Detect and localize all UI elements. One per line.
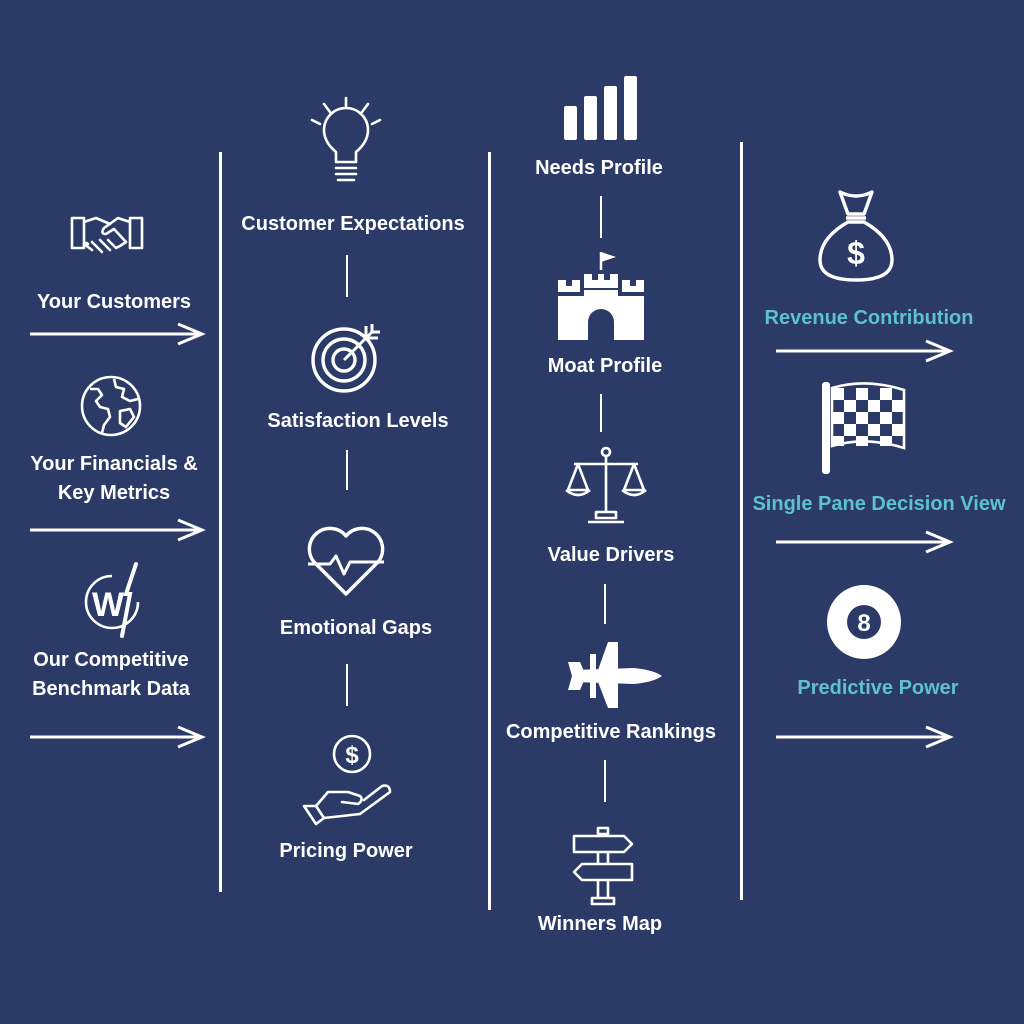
connector-line bbox=[600, 394, 602, 432]
connector-line bbox=[600, 196, 602, 238]
connector-line bbox=[346, 664, 348, 706]
lightbulb-icon bbox=[308, 96, 384, 186]
profile-label-needs: Needs Profile bbox=[535, 157, 663, 179]
arrow-right-icon bbox=[30, 322, 206, 346]
bar-chart-icon bbox=[564, 76, 638, 140]
scales-icon bbox=[565, 446, 647, 524]
arrow-right-icon bbox=[30, 725, 206, 749]
castle-icon bbox=[558, 252, 644, 340]
analysis-label-satisfaction: Satisfaction Levels bbox=[267, 410, 449, 432]
analysis-label-emotional: Emotional Gaps bbox=[279, 617, 433, 639]
output-label-decision-view: Single Pane Decision View bbox=[752, 493, 1006, 515]
checkered-flag-icon bbox=[822, 380, 906, 476]
money-bag-icon: $ bbox=[816, 188, 896, 284]
target-icon bbox=[310, 320, 384, 394]
arrow-right-icon bbox=[30, 518, 206, 542]
svg-text:$: $ bbox=[847, 235, 865, 271]
input-label-customers: Your Customers bbox=[36, 291, 192, 313]
arrow-right-icon bbox=[776, 530, 954, 554]
heartbeat-icon bbox=[304, 522, 388, 598]
profile-label-winners-map: Winners Map bbox=[537, 913, 663, 935]
connector-line bbox=[604, 584, 606, 624]
handshake-icon bbox=[70, 212, 144, 262]
arrow-right-icon bbox=[776, 339, 954, 363]
signpost-icon bbox=[570, 826, 636, 906]
wi-logo-icon: W bbox=[80, 562, 146, 638]
arrow-right-icon bbox=[776, 725, 954, 749]
column-divider bbox=[488, 152, 491, 910]
analysis-label-pricing: Pricing Power bbox=[279, 840, 413, 862]
column-divider bbox=[219, 152, 222, 892]
profile-label-moat: Moat Profile bbox=[547, 355, 663, 377]
eight-ball-icon: 8 bbox=[826, 584, 902, 660]
jet-icon bbox=[568, 640, 662, 710]
svg-text:$: $ bbox=[345, 742, 359, 769]
hand-coin-icon: $ bbox=[302, 734, 392, 826]
column-divider bbox=[740, 142, 743, 900]
svg-text:8: 8 bbox=[857, 610, 870, 637]
input-label-benchmark: Our Competitive Benchmark Data bbox=[32, 649, 190, 700]
output-label-revenue: Revenue Contribution bbox=[764, 307, 974, 329]
profile-label-value-drivers: Value Drivers bbox=[547, 544, 675, 566]
output-label-predictive: Predictive Power bbox=[797, 677, 959, 699]
connector-line bbox=[604, 760, 606, 802]
input-label-financials: Your Financials & Key Metrics bbox=[30, 453, 198, 504]
svg-text:W: W bbox=[92, 586, 125, 624]
profile-label-rankings: Competitive Rankings bbox=[505, 721, 717, 743]
analysis-label-expectations: Customer Expectations bbox=[241, 213, 465, 235]
connector-line bbox=[346, 450, 348, 490]
globe-icon bbox=[80, 375, 142, 437]
connector-line bbox=[346, 255, 348, 297]
